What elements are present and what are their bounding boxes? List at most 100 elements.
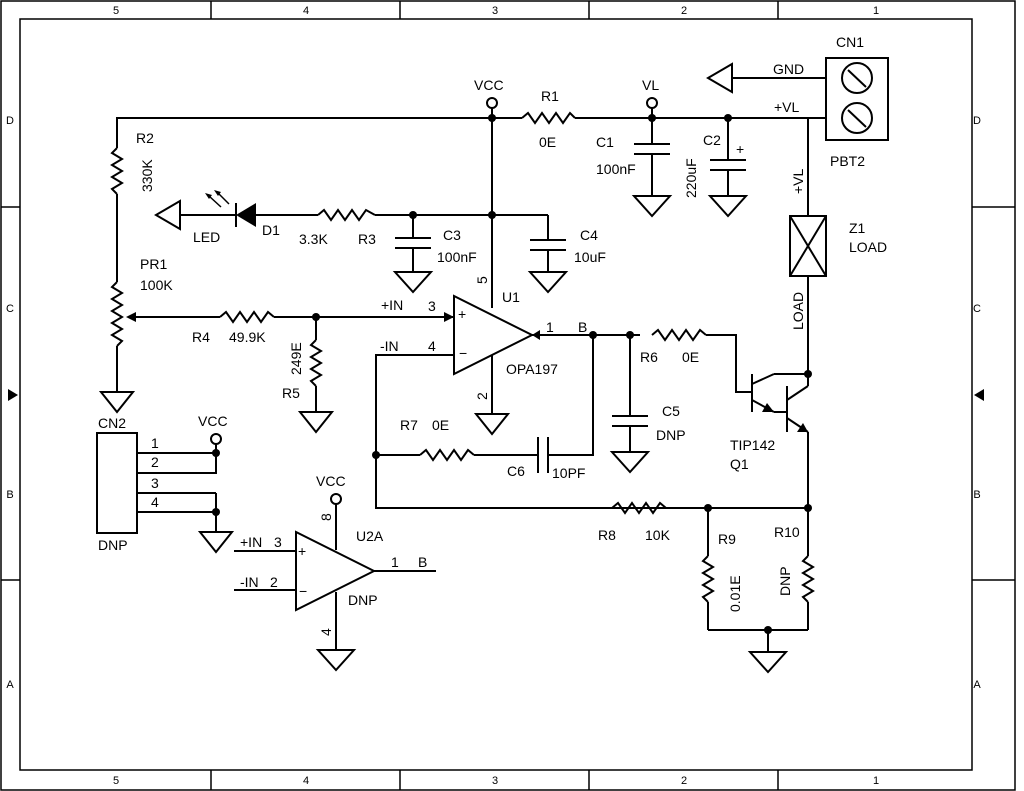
c4-capacitor: C4 10uF <box>527 215 606 294</box>
vl-label: VL <box>642 77 659 93</box>
u2a-opamp: VCC + − +IN 3 -IN 2 1 B 8 4 U2A DNP <box>234 473 436 672</box>
u1-ref: U1 <box>502 289 520 305</box>
vcc-symbol-cn2: VCC <box>198 413 228 445</box>
r10-ref: R10 <box>774 524 800 540</box>
r10-resistor: R10 DNP <box>774 508 815 630</box>
row-labels-left: D C B A <box>6 115 14 691</box>
cn2-pin-3: 3 <box>151 475 159 491</box>
junction-dot <box>589 331 597 339</box>
r4-ref: R4 <box>192 329 210 345</box>
vcc-label: VCC <box>474 77 504 93</box>
col-label: 5 <box>113 775 119 787</box>
pr1-ref: PR1 <box>140 256 167 272</box>
r7-value: 0E <box>432 417 449 433</box>
r3-ref: R3 <box>358 231 376 247</box>
cn2-ref: CN2 <box>98 415 126 431</box>
c3-ref: C3 <box>443 227 461 243</box>
c1-capacitor: C1 100nF <box>596 118 673 218</box>
c4-ref: C4 <box>580 227 598 243</box>
cn1-value: PBT2 <box>830 153 865 169</box>
u2a-value: DNP <box>348 592 378 608</box>
junction-dot <box>212 449 220 457</box>
c1-value: 100nF <box>596 161 636 177</box>
u2a-minus-sign: − <box>299 583 307 599</box>
c2-capacitor: + C2 220uF <box>683 118 749 218</box>
col-label: 3 <box>492 775 498 787</box>
r2-ref: R2 <box>136 130 154 146</box>
load-net-label: LOAD <box>790 292 806 330</box>
u2a-b-label: B <box>418 554 427 570</box>
col-label: 3 <box>492 5 498 17</box>
z1-load: +VL LOAD Z1 LOAD <box>789 118 887 374</box>
cn2-pin-2: 2 <box>151 454 159 470</box>
junction-dot <box>764 626 772 634</box>
u1-minus-in-label: -IN <box>380 338 399 354</box>
r6-value: 0E <box>682 349 699 365</box>
c2-value: 220uF <box>683 158 699 198</box>
row-label: D <box>6 115 14 127</box>
u1-plus-sign: + <box>458 306 466 322</box>
c6-ref: C6 <box>507 463 525 479</box>
r10-value: DNP <box>777 566 793 596</box>
r6-ref: R6 <box>640 349 658 365</box>
junction-dot <box>626 331 634 339</box>
col-label: 4 <box>303 5 309 17</box>
pr1-value: 100K <box>140 277 173 293</box>
d1-value: LED <box>193 229 220 245</box>
u2a-pin-minus: 2 <box>270 574 278 590</box>
row-labels-right: D C B A <box>973 115 981 691</box>
u1-plus-in-label: +IN <box>381 297 403 313</box>
col-label: 4 <box>303 775 309 787</box>
r8-resistor: R8 10K <box>598 501 808 543</box>
vcc-symbol-top: VCC <box>474 77 504 118</box>
row-label: B <box>6 489 13 501</box>
r7-resistor: R7 0E <box>376 417 538 462</box>
vl-symbol: VL <box>642 77 659 118</box>
u2a-plus-sign: + <box>298 543 306 559</box>
r5-value: 249E <box>288 342 304 375</box>
u2a-ref: U2A <box>356 528 384 544</box>
wire-top-rail <box>116 117 826 148</box>
r7-ref: R7 <box>400 417 418 433</box>
r6-resistor: R6 0E <box>640 328 752 393</box>
c1-ref: C1 <box>596 134 614 150</box>
u1-b-label: B <box>578 319 587 335</box>
u1-pin-minus: 4 <box>428 338 436 354</box>
u2a-pin-vcc: 8 <box>318 513 334 521</box>
u2a-minus-in-label: -IN <box>240 574 259 590</box>
c3-capacitor: C3 100nF <box>392 215 477 294</box>
r2-value: 330K <box>139 159 155 192</box>
c5-ref: C5 <box>662 403 680 419</box>
cn1-ref: CN1 <box>836 34 864 50</box>
cn2-value: DNP <box>98 537 128 553</box>
u2a-plus-in-label: +IN <box>240 534 262 550</box>
r1-ref: R1 <box>541 88 559 104</box>
cn1-connector: GND +VL CN1 PBT2 <box>706 34 889 169</box>
z1-value: LOAD <box>849 239 887 255</box>
r4-value: 49.9K <box>229 329 266 345</box>
r5-ref: R5 <box>282 385 300 401</box>
u1-pin-vcc: 5 <box>474 276 490 284</box>
u1-pin-gnd: 2 <box>474 392 490 400</box>
row-label: C <box>6 303 14 315</box>
c2-ref: C2 <box>703 132 721 148</box>
c2-plus-mark: + <box>736 141 744 157</box>
vcc-label: VCC <box>316 473 346 489</box>
row-label: C <box>973 303 981 315</box>
cn2-pin-4: 4 <box>151 494 159 510</box>
d1-led: LED D1 <box>154 190 318 245</box>
plus-vl-label: +VL <box>774 99 800 115</box>
row-label: D <box>973 115 981 127</box>
plus-vl-vertical-label: +VL <box>790 168 806 194</box>
col-label: 2 <box>681 5 687 17</box>
r3-value: 3.3K <box>299 231 328 247</box>
r8-value: 10K <box>645 527 671 543</box>
col-label: 1 <box>873 5 879 17</box>
row-label: B <box>973 489 980 501</box>
r3-resistor: 3.3K R3 <box>299 208 548 247</box>
r2-resistor: R2 330K <box>110 130 155 282</box>
column-labels-bottom: 5 4 3 2 1 <box>113 775 879 787</box>
u2a-pin-gnd: 4 <box>318 628 334 636</box>
